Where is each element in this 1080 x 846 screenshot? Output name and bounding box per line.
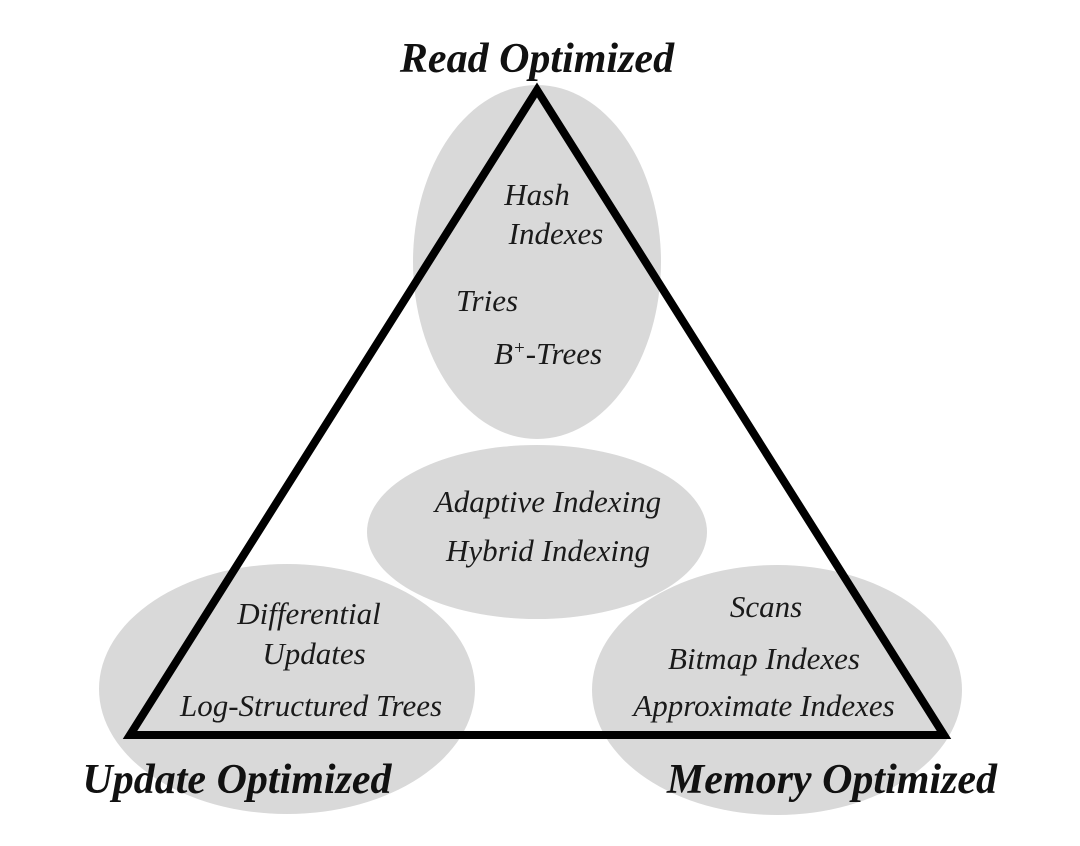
method-updates: Updates xyxy=(262,636,365,671)
corner-label-update-optimized: Update Optimized xyxy=(82,757,392,803)
b-trees-base: B xyxy=(494,336,513,371)
b-trees-rest: -Trees xyxy=(526,336,602,371)
method-bitmap-indexes: Bitmap Indexes xyxy=(668,641,860,676)
memory-optimized-region xyxy=(592,565,962,815)
rum-triangle xyxy=(122,82,952,739)
method-scans: Scans xyxy=(730,589,802,624)
method-approximate-indexes: Approximate Indexes xyxy=(631,688,894,723)
corner-label-read-optimized: Read Optimized xyxy=(399,36,675,82)
method-hash: Hash xyxy=(503,177,569,212)
b-trees-superscript: + xyxy=(513,338,526,359)
method-b-plus-trees: B+-Trees xyxy=(494,336,602,371)
read-optimized-region xyxy=(413,85,661,439)
center-region xyxy=(367,445,707,619)
method-log-structured-trees: Log-Structured Trees xyxy=(179,688,442,723)
method-hybrid-indexing: Hybrid Indexing xyxy=(445,533,650,568)
method-adaptive-indexing: Adaptive Indexing xyxy=(433,484,661,519)
corner-label-memory-optimized: Memory Optimized xyxy=(666,757,998,803)
method-tries: Tries xyxy=(456,283,518,318)
method-differential: Differential xyxy=(236,596,381,631)
method-indexes: Indexes xyxy=(508,216,604,251)
update-optimized-region xyxy=(99,564,475,814)
